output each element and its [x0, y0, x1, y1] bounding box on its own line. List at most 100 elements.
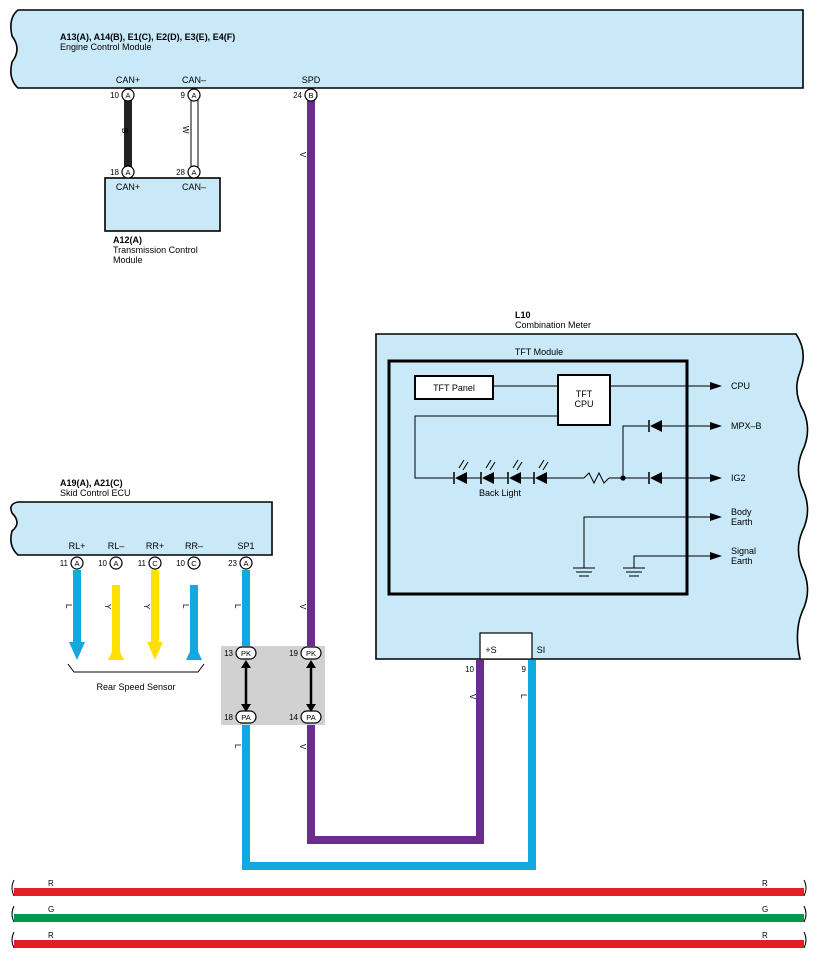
- mpxb-arrow: [710, 422, 722, 430]
- junction-top-2-num: 19: [289, 649, 298, 658]
- skid-pin-rlm-name: RL–: [108, 541, 125, 551]
- skid-pin-rrp-name: RR+: [146, 541, 164, 551]
- tft-panel-label: TFT Panel: [433, 383, 475, 393]
- tcm-subtitle-1: Transmission Control: [113, 245, 198, 255]
- wire-color-v: V: [298, 152, 307, 158]
- meter-pin-s-num: 10: [465, 665, 474, 674]
- skid-pin-rrp-conn: C: [152, 559, 158, 568]
- combination-meter: L10 Combination Meter TFT Module TFT Pan…: [375, 310, 809, 674]
- ecm-pin-spd-num: 24: [293, 91, 302, 100]
- sp1-wire-to-meter: [242, 660, 536, 870]
- ecm-pin-canp-name: CAN+: [116, 75, 140, 85]
- led-icon: [535, 472, 547, 484]
- signal-earth-arrow: [710, 552, 722, 560]
- ecm-pin-spd-conn: B: [308, 91, 313, 100]
- transmission-control-module: CAN+ CAN– A12(A) Transmission Control Mo…: [104, 177, 221, 265]
- skid-pin-rrm-num: 10: [176, 559, 185, 568]
- skid-title: A19(A), A21(C): [60, 478, 123, 488]
- skid-pin-rrm-conn: C: [191, 559, 197, 568]
- output-body-earth-1: Body: [731, 507, 752, 517]
- bottom-bands: R R G G R R: [11, 879, 807, 949]
- skid-pin-sp1-num: 23: [228, 559, 237, 568]
- tft-panel: [414, 375, 494, 400]
- up-arrow-icon: [108, 643, 124, 660]
- tcm-pin-canm-conn: A: [191, 168, 196, 177]
- wire-color-l: L: [519, 694, 528, 699]
- tcm-title: A12(A): [113, 235, 142, 245]
- ecm-pin-canp-conn: A: [125, 91, 130, 100]
- main-wires: V V L V L V L: [233, 100, 536, 870]
- diode-mpxb-icon: [650, 420, 662, 432]
- wire-color-b: B: [120, 128, 129, 133]
- tft-cpu-label-2: CPU: [574, 399, 593, 409]
- skid-pin-rrp-num: 11: [138, 559, 147, 568]
- band-r-left: R: [48, 879, 54, 888]
- tcm-pin-canm-name: CAN–: [182, 182, 206, 192]
- down-arrow-icon: [306, 704, 316, 712]
- junction-bottom-1-conn: PA: [241, 713, 250, 722]
- skid-subtitle: Skid Control ECU: [60, 488, 131, 498]
- wire-color-w: W: [181, 126, 190, 134]
- output-signal-earth-2: Earth: [731, 556, 753, 566]
- junction-bottom-2-conn: PA: [306, 713, 315, 722]
- up-arrow-icon: [306, 660, 316, 668]
- junction-arrows: [241, 660, 316, 712]
- output-signal-earth-1: Signal: [731, 546, 756, 556]
- ecm-pin-canm-num: 9: [181, 91, 186, 100]
- skid-pin-rlp-conn: A: [74, 559, 79, 568]
- ecm-pin-spd-name: SPD: [302, 75, 321, 85]
- band-g-right: G: [762, 905, 768, 914]
- junction-top-2-conn: PK: [306, 649, 316, 658]
- meter-title: L10: [515, 310, 531, 320]
- tft-cpu: [557, 374, 611, 426]
- tcm-subtitle-2: Module: [113, 255, 143, 265]
- up-arrow-icon: [241, 660, 251, 668]
- skid-pin-rlm-conn: A: [113, 559, 118, 568]
- skid-pin-rlp-num: 11: [60, 559, 69, 568]
- ecm-title: A13(A), A14(B), E1(C), E2(D), E3(E), E4(…: [60, 32, 235, 42]
- wire-color-v: V: [298, 744, 307, 750]
- meter-internal-lines: [414, 385, 710, 568]
- skid-pin-rlm-num: 10: [98, 559, 107, 568]
- output-cpu: CPU: [731, 381, 750, 391]
- skid-pin-sp1-name: SP1: [237, 541, 254, 551]
- meter-subtitle: Combination Meter: [515, 320, 591, 330]
- junction-top-1-conn: PK: [241, 649, 251, 658]
- led-icon: [455, 472, 467, 484]
- wire-color-l: L: [64, 604, 73, 609]
- skid-pin-sp1-conn: A: [243, 559, 248, 568]
- led-icon: [509, 472, 521, 484]
- tcm-pin-canp-name: CAN+: [116, 182, 140, 192]
- skid-pin-rlp-name: RL+: [69, 541, 86, 551]
- back-light-leds: Back Light: [453, 459, 549, 498]
- up-arrow-icon: [186, 643, 202, 660]
- engine-control-module: A13(A), A14(B), E1(C), E2(D), E3(E), E4(…: [10, 9, 804, 89]
- sensor-bracket: [67, 663, 205, 673]
- output-body-earth-2: Earth: [731, 517, 753, 527]
- band-r-right: R: [762, 931, 768, 940]
- down-arrow-icon: [69, 642, 85, 660]
- meter-pin-si-num: 9: [522, 665, 527, 674]
- ecm-pin-canm-name: CAN–: [182, 75, 206, 85]
- tcm-pin-canp-conn: A: [125, 168, 130, 177]
- down-arrow-icon: [147, 642, 163, 660]
- ecm-pin-canm-conn: A: [191, 91, 196, 100]
- tcm-pin-canp-num: 18: [110, 168, 119, 177]
- meter-pin-si-name: SI: [537, 645, 546, 655]
- band-r-left: R: [48, 931, 54, 940]
- skid-control-ecu: A19(A), A21(C) Skid Control ECU RL+ RL– …: [10, 478, 273, 556]
- wire-color-y: Y: [103, 604, 112, 610]
- back-light-label: Back Light: [479, 488, 522, 498]
- can-minus-wire: [190, 99, 199, 168]
- tft-cpu-label-1: TFT: [576, 389, 593, 399]
- ig2-arrow: [710, 474, 722, 482]
- rear-speed-sensor-label: Rear Speed Sensor: [96, 682, 175, 692]
- output-ig2: IG2: [731, 473, 746, 483]
- ecm-pin-canp-num: 10: [110, 91, 119, 100]
- spd-wire-to-meter: [307, 660, 484, 844]
- ground-icon: [573, 567, 645, 577]
- junction-dot: [620, 475, 626, 481]
- pin-badges: A 10 A 9 B 24 A 18 A 28 A 11 A 10 C 11 C…: [60, 88, 322, 724]
- band-r-right: R: [762, 879, 768, 888]
